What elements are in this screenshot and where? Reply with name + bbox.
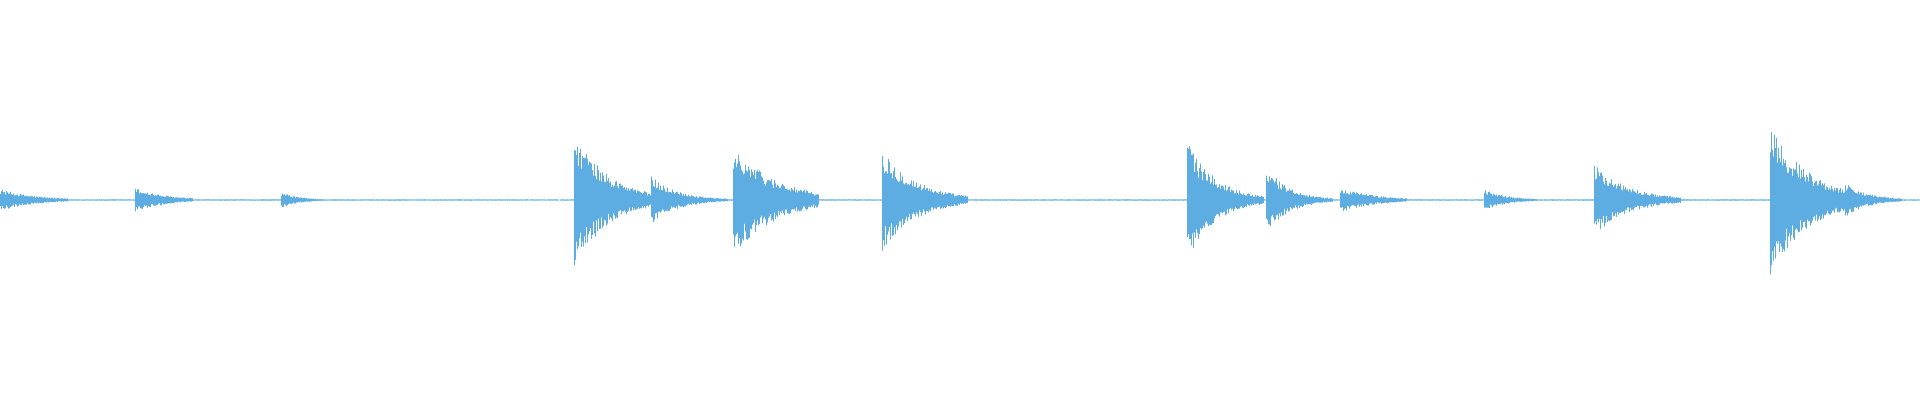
waveform-trace	[0, 132, 1920, 275]
waveform-path	[0, 132, 1920, 275]
